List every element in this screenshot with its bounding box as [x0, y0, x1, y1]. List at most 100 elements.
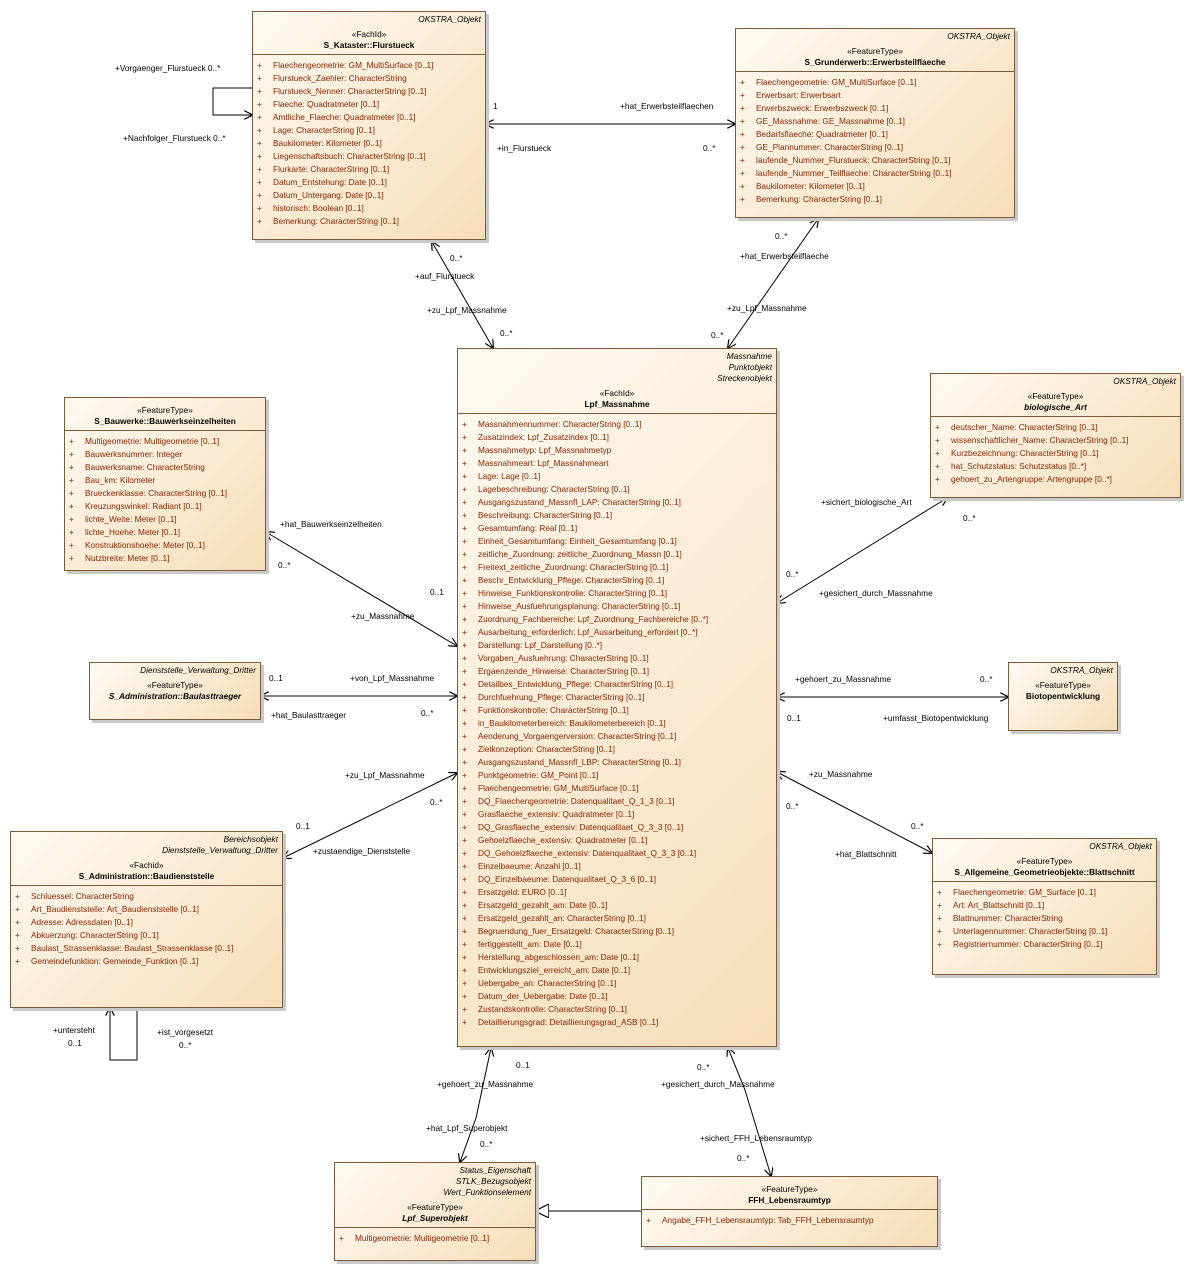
class-attribute[interactable]: +Massnahmennummer: CharacterString [0..1…	[462, 418, 773, 431]
class-attribute[interactable]: +Flaeche: Quadratmeter [0..1]	[257, 98, 482, 111]
class-attribute[interactable]: +Baukilometer: Kilometer [0..1]	[740, 180, 1011, 193]
class-attribute[interactable]: +Konstruktionshoehe: Meter [0..1]	[69, 539, 262, 552]
class-attribute[interactable]: +Beschr_Entwicklung_Pflege: CharacterStr…	[462, 574, 773, 587]
class-attribute[interactable]: +wissenschaftlicher_Name: CharacterStrin…	[935, 434, 1177, 447]
class-attribute[interactable]: +Erwerbsart: Erwerbsart	[740, 89, 1011, 102]
class-attribute[interactable]: +Gesamtumfang: Real [0..1]	[462, 522, 773, 535]
class-blattschnitt[interactable]: OKSTRA_Objekt«FeatureType»S_Allgemeine_G…	[932, 838, 1157, 975]
class-attribute[interactable]: +Gehoelzflaeche_extensiv: Quadratmeter […	[462, 834, 773, 847]
class-attribute[interactable]: +Flurkarte: CharacterString [0..1]	[257, 163, 482, 176]
class-biologische-art[interactable]: OKSTRA_Objekt«FeatureType»biologische_Ar…	[930, 373, 1181, 498]
class-attribute[interactable]: +Abkuerzung: CharacterString [0..1]	[15, 929, 279, 942]
class-attribute[interactable]: +Bau_km: Kilometer	[69, 474, 262, 487]
class-bauwerkseinzelheiten[interactable]: «FeatureType»S_Bauwerke::Bauwerkseinzelh…	[64, 397, 266, 571]
class-attribute[interactable]: +Punktgeometrie: GM_Point [0..1]	[462, 769, 773, 782]
class-attribute[interactable]: +Aenderung_Vorgaengerversion: CharacterS…	[462, 730, 773, 743]
class-attribute[interactable]: +Blattnummer: CharacterString	[937, 912, 1153, 925]
class-attribute[interactable]: +Kurzbezeichnung: CharacterString [0..1]	[935, 447, 1177, 460]
class-attribute[interactable]: +Flaechengeometrie: GM_Surface [0..1]	[937, 886, 1153, 899]
class-attribute[interactable]: +deutscher_Name: CharacterString [0..1]	[935, 421, 1177, 434]
class-attribute[interactable]: +GE_Plannummer: CharacterString [0..1]	[740, 141, 1011, 154]
class-attribute[interactable]: +fertiggestellt_am: Date [0..1]	[462, 938, 773, 951]
class-attribute[interactable]: +Ausarbeitung_erforderlich: Lpf_Ausarbei…	[462, 626, 773, 639]
class-attribute[interactable]: +lichte_Weite: Meter [0..1]	[69, 513, 262, 526]
class-attribute[interactable]: +Flaechengeometrie: GM_MultiSurface [0..…	[257, 59, 482, 72]
class-attribute[interactable]: +Unterlagennummer: CharacterString [0..1…	[937, 925, 1153, 938]
class-attribute[interactable]: +Herstellung_abgeschlossen_am: Date [0..…	[462, 951, 773, 964]
class-attribute[interactable]: +Flurstueck_Zaehler: CharacterString	[257, 72, 482, 85]
class-attribute[interactable]: +Ersatzgeld_gezahlt_am: Date [0..1]	[462, 899, 773, 912]
class-attribute[interactable]: +GE_Massnahme: GE_Massnahme [0..1]	[740, 115, 1011, 128]
class-attribute[interactable]: +Lage: CharacterString [0..1]	[257, 124, 482, 137]
class-attribute[interactable]: +Ersatzgeld: EURO [0..1]	[462, 886, 773, 899]
class-attribute[interactable]: +Zustandskontrolle: CharacterString [0..…	[462, 1003, 773, 1016]
class-ffh-lebensraumtyp[interactable]: «FeatureType»FFH_Lebensraumtyp+Angabe_FF…	[641, 1176, 938, 1247]
class-attribute[interactable]: +Detailbes_Entwicklung_Pflege: Character…	[462, 678, 773, 691]
class-attribute[interactable]: +Darstellung: Lpf_Darstellung [0..*]	[462, 639, 773, 652]
class-attribute[interactable]: +Durchfuehrung_Pflege: CharacterString […	[462, 691, 773, 704]
class-attribute[interactable]: +Massnahmetyp: Lpf_Massnahmetyp	[462, 444, 773, 457]
class-attribute[interactable]: +Zuordnung_Fachbereiche: Lpf_Zuordnung_F…	[462, 613, 773, 626]
class-attribute[interactable]: +Datum_Entstehung: Date [0..1]	[257, 176, 482, 189]
class-attribute[interactable]: +Angabe_FFH_Lebensraumtyp: Tab_FFH_Leben…	[646, 1214, 934, 1227]
class-attribute[interactable]: +Liegenschaftsbuch: CharacterString [0..…	[257, 150, 482, 163]
class-erwerbsteilflaeche[interactable]: OKSTRA_Objekt«FeatureType»S_Grunderwerb:…	[735, 28, 1015, 218]
class-attribute[interactable]: +Flaechengeometrie: GM_MultiSurface [0..…	[462, 782, 773, 795]
class-attribute[interactable]: +Brueckenklasse: CharacterString [0..1]	[69, 487, 262, 500]
class-attribute[interactable]: +Baulast_Strassenklasse: Baulast_Strasse…	[15, 942, 279, 955]
class-attribute[interactable]: +Entwicklungsziel_erreicht_am: Date [0..…	[462, 964, 773, 977]
class-attribute[interactable]: +Detaillierungsgrad: Detaillierungsgrad_…	[462, 1016, 773, 1029]
class-attribute[interactable]: +Multigeometrie: Multigeometrie [0..1]	[69, 435, 262, 448]
class-baulasttraeger[interactable]: Dienststelle_Verwaltung_Dritter«FeatureT…	[89, 662, 261, 720]
class-attribute[interactable]: +Zusatzindex: Lpf_Zusatzindex [0..1]	[462, 431, 773, 444]
class-attribute[interactable]: +DQ_Gehoelzflaeche_extensiv: Datenqualit…	[462, 847, 773, 860]
class-attribute[interactable]: +Hinweise_Funktionskontrolle: CharacterS…	[462, 587, 773, 600]
class-attribute[interactable]: +Ausgangszustand_Massnfl_LBP: CharacterS…	[462, 756, 773, 769]
class-attribute[interactable]: +Baukilometer: Kilometer [0..1]	[257, 137, 482, 150]
class-attribute[interactable]: +DQ_Flaechengeometrie: Datenqualitaet_Q_…	[462, 795, 773, 808]
class-attribute[interactable]: +Kreuzungswinkel: Radiant [0..1]	[69, 500, 262, 513]
class-attribute[interactable]: +Datum_der_Uebergabe: Date [0..1]	[462, 990, 773, 1003]
class-attribute[interactable]: +in_Baukilometerbereich: Baukilometerber…	[462, 717, 773, 730]
class-attribute[interactable]: +Einheit_Gesamtumfang: Einheit_Gesamtumf…	[462, 535, 773, 548]
class-attribute[interactable]: +Lagebeschreibung: CharacterString [0..1…	[462, 483, 773, 496]
class-attribute[interactable]: +Massnahmeart: Lpf_Massnahmeart	[462, 457, 773, 470]
class-attribute[interactable]: +lichte_Hoehe: Meter [0..1]	[69, 526, 262, 539]
class-attribute[interactable]: +laufende_Nummer_Teilflaeche: CharacterS…	[740, 167, 1011, 180]
class-attribute[interactable]: +Amtliche_Flaeche: Quadratmeter [0..1]	[257, 111, 482, 124]
class-attribute[interactable]: +Uebergabe_an: CharacterString [0..1]	[462, 977, 773, 990]
class-attribute[interactable]: +Flurstueck_Nenner: CharacterString [0..…	[257, 85, 482, 98]
class-attribute[interactable]: +Hinweise_Ausfuehrungsplanung: Character…	[462, 600, 773, 613]
class-attribute[interactable]: +Datum_Untergang: Date [0..1]	[257, 189, 482, 202]
class-attribute[interactable]: +DQ_Einzelbaeume: Datenqualitaet_Q_3_6 […	[462, 873, 773, 886]
class-biotopentwicklung[interactable]: OKSTRA_Objekt«FeatureType»Biotopentwickl…	[1008, 662, 1118, 731]
class-attribute[interactable]: +historisch: Boolean [0..1]	[257, 202, 482, 215]
class-attribute[interactable]: +Bemerkung: CharacterString [0..1]	[257, 215, 482, 228]
class-attribute[interactable]: +Vorgaben_Ausfuehrung: CharacterString […	[462, 652, 773, 665]
class-attribute[interactable]: +Adresse: Adressdaten [0..1]	[15, 916, 279, 929]
class-attribute[interactable]: +Lage: Lage [0..1]	[462, 470, 773, 483]
class-attribute[interactable]: +Bemerkung: CharacterString [0..1]	[740, 193, 1011, 206]
class-attribute[interactable]: +Zielkonzeption: CharacterString [0..1]	[462, 743, 773, 756]
class-attribute[interactable]: +Begruendung_fuer_Ersatzgeld: CharacterS…	[462, 925, 773, 938]
class-attribute[interactable]: +Multigeometrie: Multigeometrie [0..1]	[339, 1232, 532, 1245]
class-attribute[interactable]: +Beschreibung: CharacterString [0..1]	[462, 509, 773, 522]
class-attribute[interactable]: +Erwerbszweck: Erwerbszweck [0..1]	[740, 102, 1011, 115]
class-attribute[interactable]: +Einzelbaeume: Anzahl [0..1]	[462, 860, 773, 873]
class-attribute[interactable]: +Grasflaeche_extensiv: Quadratmeter [0..…	[462, 808, 773, 821]
class-attribute[interactable]: +Ersatzgeld_gezahlt_an: CharacterString …	[462, 912, 773, 925]
class-attribute[interactable]: +Gemeindefunktion: Gemeinde_Funktion [0.…	[15, 955, 279, 968]
class-attribute[interactable]: +Nutzbreite: Meter [0..1]	[69, 552, 262, 565]
class-attribute[interactable]: +Registriernummer: CharacterString [0..1…	[937, 938, 1153, 951]
class-attribute[interactable]: +DQ_Grasflaeche_extensiv: Datenqualitaet…	[462, 821, 773, 834]
class-attribute[interactable]: +Bedarfsflaeche: Quadratmeter [0..1]	[740, 128, 1011, 141]
class-attribute[interactable]: +Ausgangszustand_Massnfl_LAP: CharacterS…	[462, 496, 773, 509]
class-attribute[interactable]: +Art: Art_Blattschnitt [0..1]	[937, 899, 1153, 912]
class-attribute[interactable]: +Funktionskontrolle: CharacterString [0.…	[462, 704, 773, 717]
class-attribute[interactable]: +Bauwerksname: CharacterString	[69, 461, 262, 474]
class-attribute[interactable]: +Art_Baudienststelle: Art_Baudienststell…	[15, 903, 279, 916]
class-attribute[interactable]: +Ergaenzende_Hinweise: CharacterString […	[462, 665, 773, 678]
